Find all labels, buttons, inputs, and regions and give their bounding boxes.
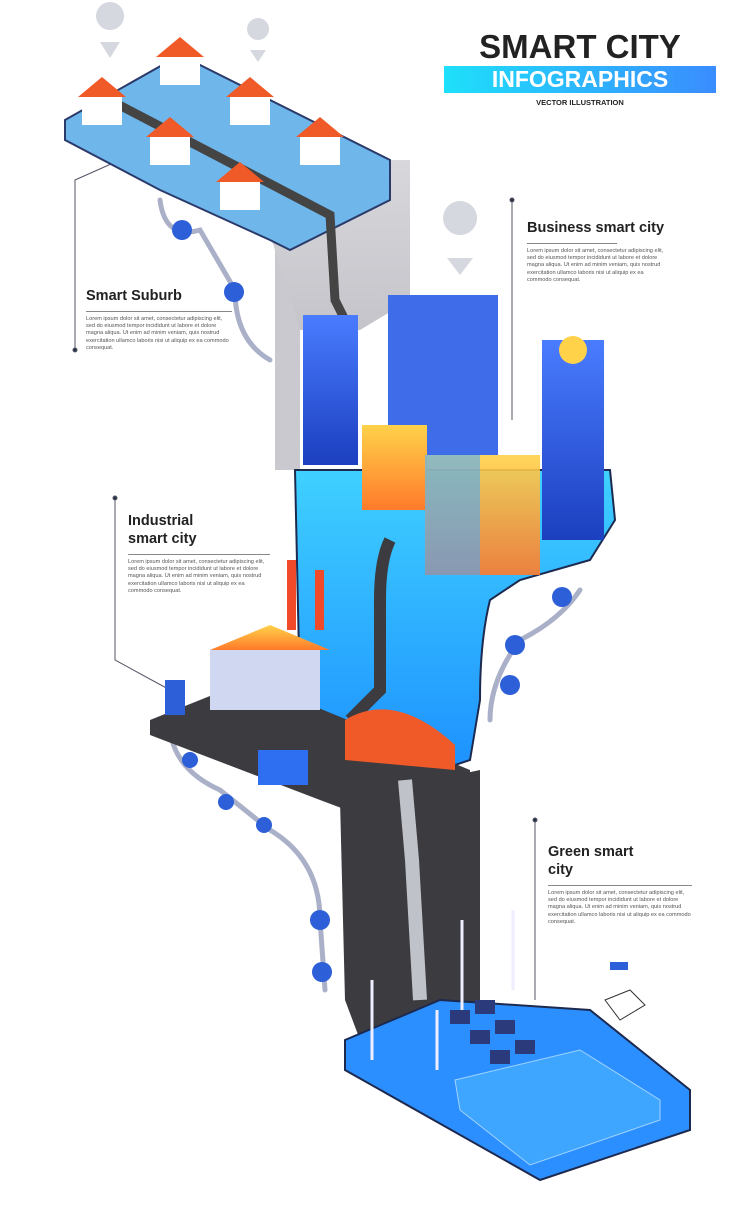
section-title: Business smart city — [527, 220, 665, 236]
houses — [78, 37, 344, 210]
gear-icons — [172, 220, 572, 982]
section-title: Smart Suburb — [86, 288, 182, 304]
section-industrial: Industrial smart city Lorem ipsum dolor … — [128, 512, 270, 595]
caption: VECTOR ILLUSTRATION — [536, 98, 624, 107]
page-title: SMART CITY — [479, 28, 681, 65]
divider — [128, 554, 270, 555]
section-business: Business smart city Lorem ipsum dolor si… — [527, 219, 669, 284]
section-title: Green smart city — [548, 844, 634, 878]
divider — [86, 311, 232, 312]
section-body: Lorem ipsum dolor sit amet, consectetur … — [548, 890, 691, 925]
section-body: Lorem ipsum dolor sit amet, consectetur … — [128, 559, 265, 594]
page-subtitle: INFOGRAPHICS — [444, 66, 716, 93]
wind-turbines — [370, 910, 515, 1070]
factory — [165, 560, 455, 785]
section-smart-suburb: Smart Suburb Lorem ipsum dolor sit amet,… — [86, 287, 232, 352]
section-body: Lorem ipsum dolor sit amet, consectetur … — [86, 316, 229, 351]
skyscrapers — [303, 295, 604, 575]
drone — [604, 962, 646, 1021]
section-green: Green smart city Lorem ipsum dolor sit a… — [548, 843, 692, 926]
suburb-platform — [64, 53, 391, 252]
section-title: Industrial smart city — [128, 513, 197, 547]
divider — [527, 243, 617, 244]
pins — [96, 2, 478, 275]
section-body: Lorem ipsum dolor sit amet, consectetur … — [527, 248, 664, 283]
divider — [548, 885, 692, 886]
callout-lines — [72, 159, 538, 1000]
solar-panels — [450, 1000, 535, 1064]
